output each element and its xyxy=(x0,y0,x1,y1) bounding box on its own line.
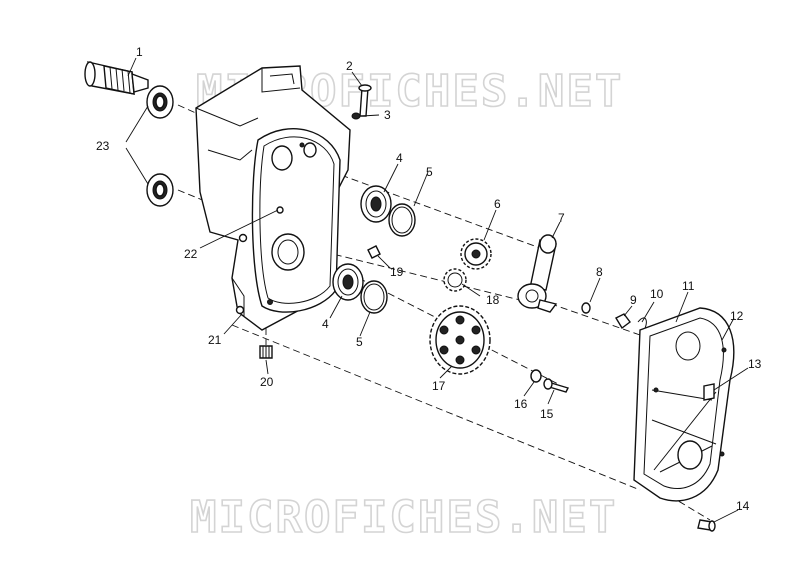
callout-20: 20 xyxy=(260,375,274,389)
callout-8: 8 xyxy=(596,265,603,279)
small-sprocket-part xyxy=(443,268,467,292)
callout-10: 10 xyxy=(650,287,664,301)
oring-upper xyxy=(388,203,416,237)
callout-16: 16 xyxy=(514,397,528,411)
callout-15: 15 xyxy=(540,407,554,421)
bolt-part-2 xyxy=(358,84,372,117)
callout-17: 17 xyxy=(432,379,446,393)
watermark-bottom: MICROFICHES.NET xyxy=(190,492,617,543)
callout-7: 7 xyxy=(558,211,565,225)
oring-upper-inner xyxy=(391,206,413,234)
upper-sprocket-part xyxy=(460,238,492,270)
callout-1: 1 xyxy=(136,45,143,59)
callout-19: 19 xyxy=(390,265,404,279)
bolt-part-14 xyxy=(697,519,716,532)
shaft-part xyxy=(84,61,149,95)
callout-13: 13 xyxy=(748,357,762,371)
bearing-lower xyxy=(332,263,364,301)
bolt-part-15 xyxy=(543,378,569,393)
washer-part-8 xyxy=(581,302,591,314)
callout-9: 9 xyxy=(630,293,637,307)
nut-part-9 xyxy=(615,313,631,330)
callout-4-lower: 4 xyxy=(322,317,329,331)
callout-21: 21 xyxy=(208,333,222,347)
nut-part-19 xyxy=(367,245,381,259)
callout-5-upper: 5 xyxy=(426,165,433,179)
large-sprocket-part xyxy=(429,305,491,375)
seal-upper xyxy=(146,85,174,119)
callout-labels: 1 2 3 4 4 5 5 6 7 8 9 10 11 12 13 14 15 … xyxy=(96,45,762,513)
washer-part-3 xyxy=(351,112,361,120)
callout-22: 22 xyxy=(184,247,198,261)
callout-6: 6 xyxy=(494,197,501,211)
oring-lower xyxy=(360,280,388,314)
callout-4-upper: 4 xyxy=(396,151,403,165)
callout-5-lower: 5 xyxy=(356,335,363,349)
washer-part-16 xyxy=(530,369,542,383)
seal-lower xyxy=(146,173,174,207)
tensioner-arm-part xyxy=(517,234,558,313)
chaincase-housing xyxy=(195,65,351,331)
callout-18: 18 xyxy=(486,293,500,307)
callout-11: 11 xyxy=(682,279,695,293)
chaincase-cover-part xyxy=(633,307,735,502)
oring-lower-inner xyxy=(363,283,385,311)
callout-3: 3 xyxy=(384,108,391,122)
callout-2: 2 xyxy=(346,59,353,73)
callout-14: 14 xyxy=(736,499,750,513)
callout-23: 23 xyxy=(96,139,110,153)
leader-lines xyxy=(125,57,749,523)
callout-12: 12 xyxy=(730,309,744,323)
drain-plug-part xyxy=(259,345,273,359)
bearing-upper xyxy=(360,185,392,223)
